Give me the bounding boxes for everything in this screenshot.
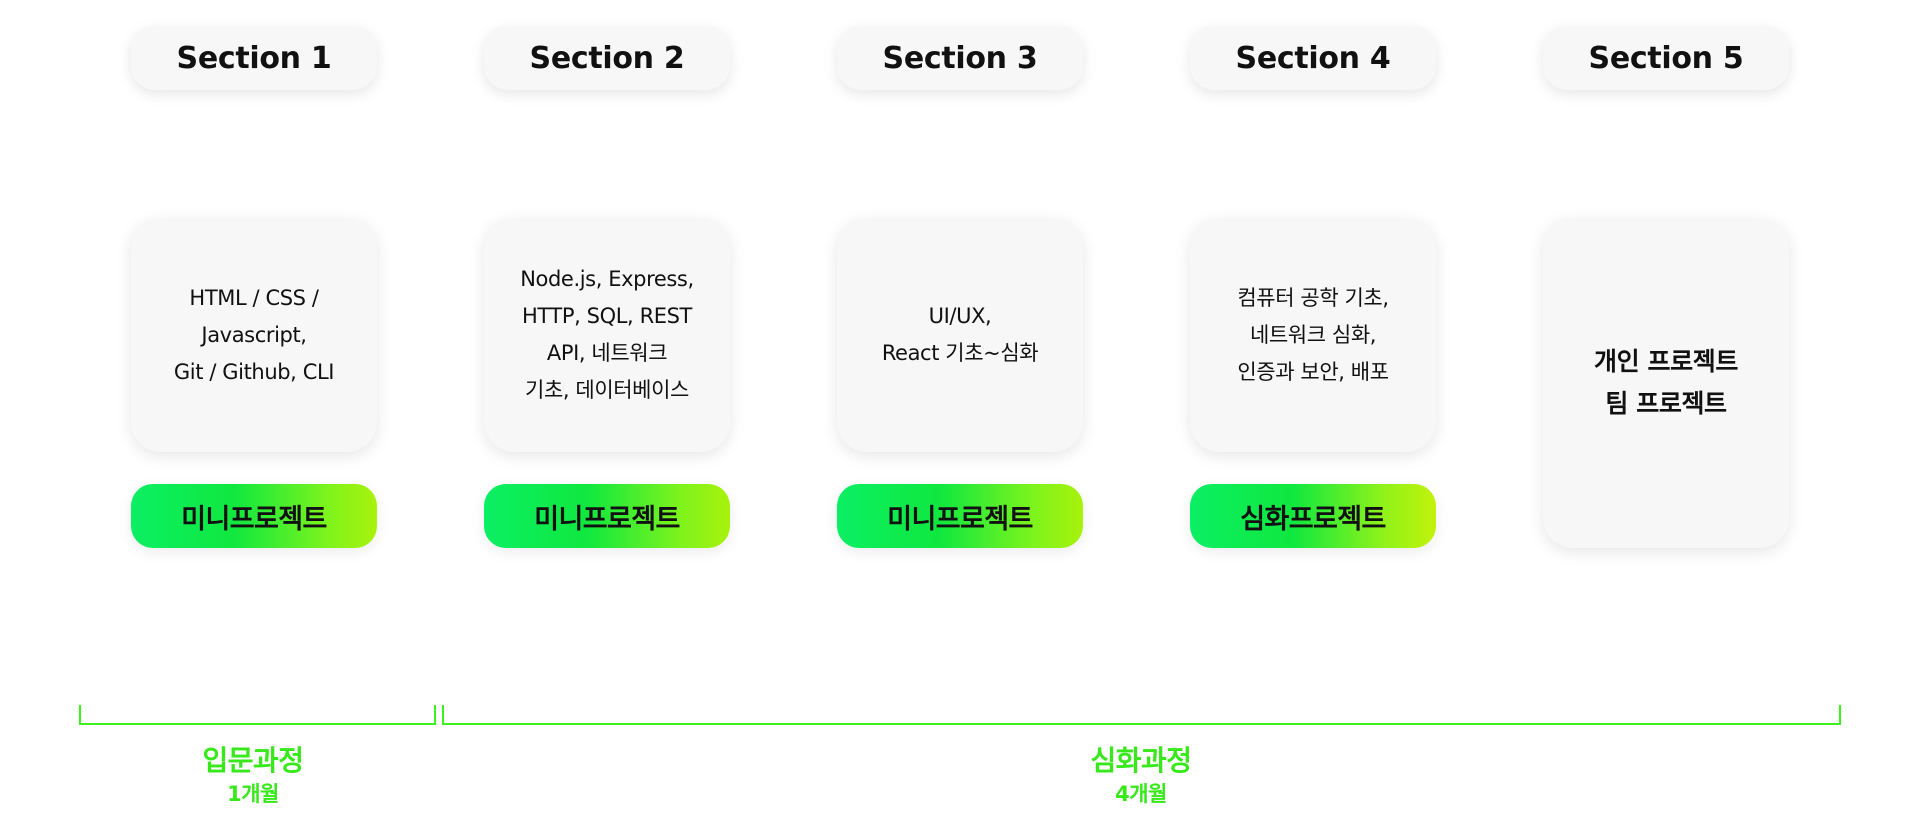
section-4-project-badge: 심화프로젝트 xyxy=(1190,484,1436,548)
intro-phase-duration: 1개월 xyxy=(227,782,279,806)
section-1-topics-card: HTML / CSS / Javascript, Git / Github, C… xyxy=(131,218,377,452)
section-5-column: Section 5 개인 프로젝트 팀 프로젝트 xyxy=(1543,0,1789,560)
advanced-phase-title: 심화과정 xyxy=(1090,744,1192,777)
section-2-title: Section 2 xyxy=(484,26,730,90)
advanced-phase-label: 심화과정 4개월 xyxy=(1021,744,1261,810)
section-5-topics-card: 개인 프로젝트 팀 프로젝트 xyxy=(1543,218,1789,548)
intro-phase-title: 입문과정 xyxy=(202,744,304,777)
section-3-title: Section 3 xyxy=(837,26,1083,90)
section-3-column: Section 3 UI/UX, React 기초~심화 미니프로젝트 xyxy=(837,0,1083,560)
section-3-topics-card: UI/UX, React 기초~심화 xyxy=(837,218,1083,452)
section-4-title: Section 4 xyxy=(1190,26,1436,90)
section-3-project-badge: 미니프로젝트 xyxy=(837,484,1083,548)
section-2-topics-card: Node.js, Express, HTTP, SQL, REST API, 네… xyxy=(484,218,730,452)
section-1-column: Section 1 HTML / CSS / Javascript, Git /… xyxy=(131,0,377,560)
section-1-project-badge: 미니프로젝트 xyxy=(131,484,377,548)
intro-phase-label: 입문과정 1개월 xyxy=(133,744,373,810)
advanced-phase-duration: 4개월 xyxy=(1115,782,1167,806)
section-2-project-badge: 미니프로젝트 xyxy=(484,484,730,548)
section-4-topics-card: 컴퓨터 공학 기초, 네트워크 심화, 인증과 보안, 배포 xyxy=(1190,218,1436,452)
section-4-topics: 컴퓨터 공학 기초, 네트워크 심화, 인증과 보안, 배포 xyxy=(1237,285,1389,384)
advanced-phase-bracket xyxy=(442,705,1841,725)
section-2-column: Section 2 Node.js, Express, HTTP, SQL, R… xyxy=(484,0,730,560)
section-3-topics: UI/UX, React 기초~심화 xyxy=(881,304,1039,365)
section-2-topics: Node.js, Express, HTTP, SQL, REST API, 네… xyxy=(520,267,694,402)
section-1-title: Section 1 xyxy=(131,26,377,90)
section-1-topics: HTML / CSS / Javascript, Git / Github, C… xyxy=(173,285,335,384)
intro-phase-bracket xyxy=(79,705,436,725)
section-5-title: Section 5 xyxy=(1543,26,1789,90)
section-4-column: Section 4 컴퓨터 공학 기초, 네트워크 심화, 인증과 보안, 배포… xyxy=(1190,0,1436,560)
section-5-topics: 개인 프로젝트 팀 프로젝트 xyxy=(1594,347,1738,418)
